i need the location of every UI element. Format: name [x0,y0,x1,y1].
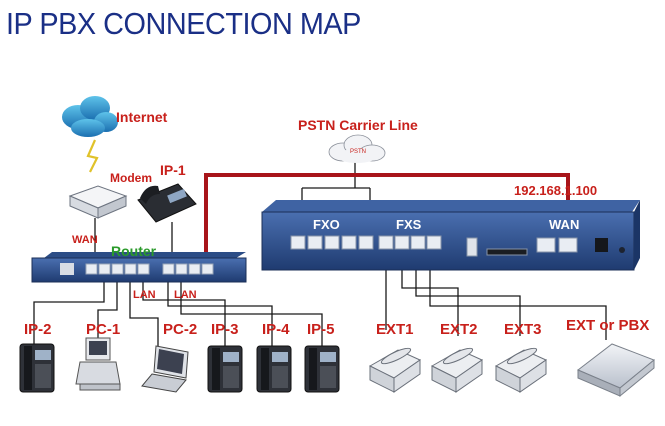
ext3-phone-icon [494,347,548,393]
cable-ip5 [180,280,323,346]
ip5-label: IP-5 [307,321,335,338]
ip2-label: IP-2 [24,321,52,338]
ippbx-device [261,200,640,271]
cable-ip3 [142,280,226,346]
pbx-wan-label: WAN [549,217,579,232]
usb-port [466,237,478,257]
fxo-ports [290,235,374,250]
ext-pbx-label: EXT or PBX [566,317,649,334]
pc1-label: PC-1 [86,321,120,338]
ext2-phone-icon [430,347,484,393]
ip3-phone-icon [207,345,243,393]
cable-pc2 [129,280,159,346]
cable-ip2 [33,280,105,344]
cable-extpbx [429,258,607,340]
ip5-phone-icon [304,345,340,393]
router-device [31,252,247,283]
cable-pc1 [97,280,118,340]
card-slot [486,248,528,256]
ip2-phone-icon [19,343,55,393]
ip4-phone-icon [256,345,292,393]
page-title: IP PBX CONNECTION MAP [6,6,361,41]
ext1-label: EXT1 [376,321,414,338]
ext1-phone-icon [368,347,422,393]
ip-address-label: 192.168.1.100 [514,183,597,198]
internet-cloud-icon [62,96,118,137]
pbx-wan-port [558,237,578,253]
internet-label: Internet [116,109,168,125]
internet-lightning [86,139,99,173]
pstn-label: PSTN Carrier Line [298,117,418,133]
pbx-lan-port [536,237,556,253]
lan-label-1: LAN [133,289,156,301]
ext2-label: EXT2 [440,321,478,338]
wan-label: WAN [72,234,98,246]
power-port [595,238,608,252]
pstn-cloud-icon [328,134,386,163]
cable-ext3 [415,258,521,336]
ip4-label: IP-4 [262,321,290,338]
power-led [619,247,625,253]
pstn-cloud-text: PSTN [350,149,366,155]
router-lan-ports [85,263,214,275]
pc1-computer-icon [75,337,121,391]
lan-label-2: LAN [174,289,197,301]
fxs-label: FXS [396,217,422,232]
modem-label: Modem [110,171,152,185]
router-label: Router [111,243,157,259]
fxs-ports [378,235,442,250]
fxo-label: FXO [313,217,340,232]
ext3-label: EXT3 [504,321,542,338]
modem-icon [68,185,128,219]
pc2-laptop-icon [141,345,189,393]
pc2-label: PC-2 [163,321,197,338]
ip1-label: IP-1 [160,162,186,178]
cable-ip4 [167,280,273,346]
ip1-phone-icon [137,183,197,223]
ip3-label: IP-3 [211,321,239,338]
ext-pbx-device-icon [577,343,655,398]
